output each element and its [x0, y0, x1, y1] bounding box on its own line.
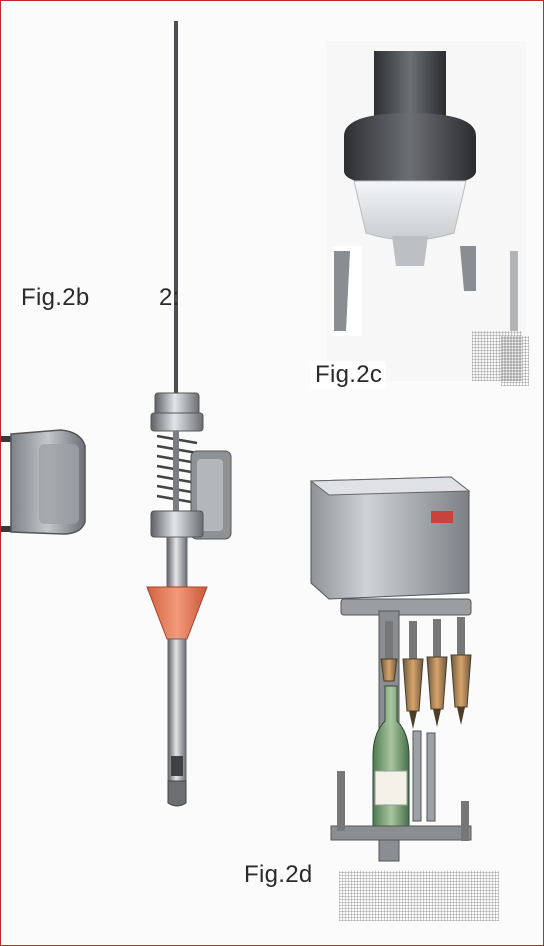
fig-2c-stopper-closeup — [326, 41, 526, 381]
fig-2b-filling-tube — [121, 21, 241, 821]
scan-noise — [339, 871, 499, 921]
filling-tube-image — [146, 21, 232, 807]
fig-2d-caption: Fig.2d — [244, 861, 313, 888]
fig-2d-filling-machine — [301, 471, 531, 871]
fig-2b-callout-number: 2: — [159, 284, 180, 311]
stopper-closeup-image — [326, 41, 526, 381]
fig-2b-clip-fragment — [1, 426, 91, 546]
fig-2b-caption: Fig.2b — [21, 284, 90, 311]
fig-2c-caption: Fig.2c — [311, 361, 387, 389]
scan-noise — [501, 336, 529, 386]
filling-machine-image — [309, 476, 472, 862]
scan-noise — [472, 331, 522, 381]
clip-fragment-image — [1, 429, 86, 535]
